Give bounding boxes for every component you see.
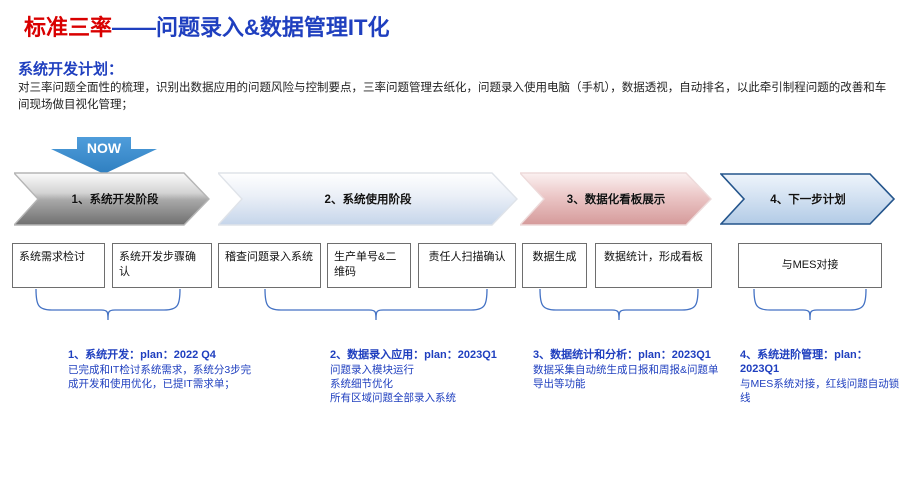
page-title-blue: ——问题录入&数据管理IT化 (112, 15, 390, 40)
note-line: 所有区域问题全部录入系统 (330, 392, 456, 404)
step-box-development-steps[interactable]: 系统开发步骤确认 (112, 243, 212, 288)
step-box-production-order-qr[interactable]: 生产单号&二维码 (327, 243, 411, 288)
note-phase-4: 4、系统进阶管理：plan：2023Q1 与MES系统对接，红线问题自动锁 线 (740, 348, 900, 405)
step-box-label: 责任人扫描确认 (428, 251, 506, 263)
note-line: 已完成和IT检讨系统需求，系统分3步完 (68, 364, 252, 376)
now-marker-arrow (49, 137, 159, 175)
step-box-label: 系统开发步骤确认 (119, 251, 196, 278)
note-line: 线 (740, 392, 751, 404)
note-heading: 3、数据统计和分析：plan：2023Q1 (533, 349, 711, 361)
note-heading: 2、数据录入应用：plan：2023Q1 (330, 349, 497, 361)
step-box-system-requirements[interactable]: 系统需求检讨 (12, 243, 105, 288)
step-box-label: 数据生成 (532, 251, 577, 263)
step-box-label: 数据统计，形成看板 (604, 251, 703, 263)
phase-chevron-1[interactable]: 1、系统开发阶段 (14, 172, 210, 226)
note-line: 系统细节优化 (330, 378, 393, 390)
step-box-data-generation[interactable]: 数据生成 (522, 243, 587, 288)
page-title: 标准三率——问题录入&数据管理IT化 (24, 10, 389, 42)
step-box-owner-scan-confirm[interactable]: 责任人扫描确认 (418, 243, 516, 288)
note-line: 导出等功能 (533, 378, 586, 390)
note-line: 与MES系统对接，红线问题自动锁 (740, 378, 900, 390)
description-paragraph: 对三率问题全面性的梳理，识别出数据应用的问题风险与控制要点，三率问题管理去纸化，… (18, 82, 887, 111)
phase-chevron-4[interactable]: 4、下一步计划 (720, 172, 896, 226)
note-line: 成开发和使用优化，已提IT需求单； (68, 378, 235, 390)
step-box-label: 系统需求检讨 (19, 251, 85, 263)
note-phase-1: 1、系统开发：plan：2022 Q4 已完成和IT检讨系统需求，系统分3步完 … (68, 348, 293, 391)
section-subtitle: 系统开发计划： (18, 61, 124, 78)
note-line: 问题录入模块运行 (330, 364, 414, 376)
step-box-data-statistics-dashboard[interactable]: 数据统计，形成看板 (595, 243, 712, 288)
note-phase-3: 3、数据统计和分析：plan：2023Q1 数据采集自动统生成日报和周报&问题单… (533, 348, 738, 391)
note-heading: 4、系统进阶管理：plan：2023Q1 (740, 349, 868, 375)
page-title-red: 标准三率 (24, 15, 113, 40)
step-box-label: 稽查问题录入系统 (225, 251, 313, 263)
step-box-label: 生产单号&二维码 (334, 251, 397, 278)
step-box-label: 与MES对接 (781, 259, 839, 271)
phase-chevron-2[interactable]: 2、系统使用阶段 (218, 172, 518, 226)
phase-chevron-3[interactable]: 3、数据化看板展示 (520, 172, 712, 226)
note-line: 数据采集自动统生成日报和周报&问题单 (533, 364, 719, 376)
note-phase-2: 2、数据录入应用：plan：2023Q1 问题录入模块运行 系统细节优化 所有区… (330, 348, 530, 405)
note-heading: 1、系统开发：plan：2022 Q4 (68, 349, 216, 361)
step-box-audit-entry-system[interactable]: 稽查问题录入系统 (218, 243, 321, 288)
step-box-mes-integration[interactable]: 与MES对接 (738, 243, 882, 288)
